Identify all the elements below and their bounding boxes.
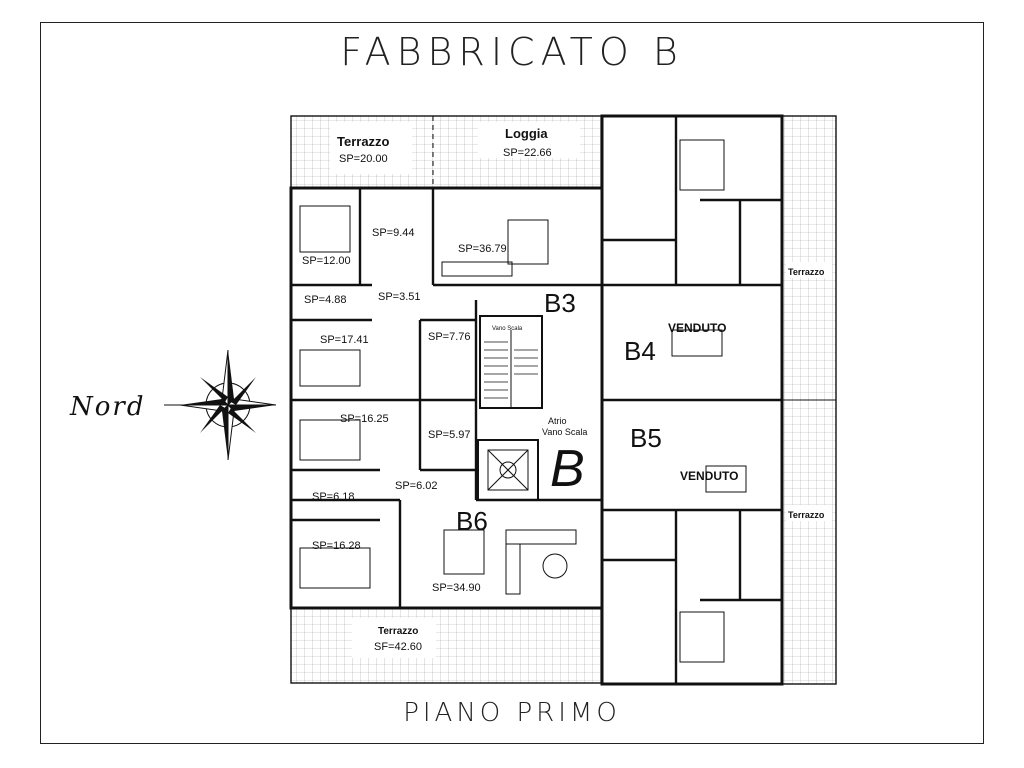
room-area-16-28: SP=16.28 [312,540,361,552]
apartment-b5-label: B5 [630,423,662,453]
terrace-right-label-shade-1 [786,262,832,278]
page-title: FABBRICATO B [340,30,684,74]
terrace-bottom [290,607,603,684]
room-area-17-41: SP=17.41 [320,334,369,346]
terrace-right-label-1: Terrazzo [788,267,825,277]
terrace-bottom-area: SF=42.60 [374,641,422,653]
room-area-4-88: SP=4.88 [304,294,347,306]
stair-label: Vano Scala [492,326,523,332]
room-area-16-25: SP=16.25 [340,413,389,425]
room-area-6-18: SP=6.18 [312,491,355,503]
atrio-label: Atrio [548,416,567,426]
terrace-top-label: Terrazzo [337,134,390,149]
room-area-9-44: SP=9.44 [372,227,415,239]
room-area-34-90: SP=34.90 [432,582,481,594]
apartment-b4-label: B4 [624,336,656,366]
room-area-6-02: SP=6.02 [395,480,438,492]
north-label: Nord [70,392,146,422]
building-letter: B [550,440,585,498]
sold-label-b4: VENDUTO [668,321,726,335]
room-area-12-00: SP=12.00 [302,255,351,267]
floor-subtitle: PIANO PRIMO [403,698,621,728]
stair-core [477,315,543,501]
apartment-b3-label: B3 [544,288,576,318]
compass-rose-icon [164,349,277,461]
loggia-label: Loggia [505,126,548,141]
sold-label-b5: VENDUTO [680,469,738,483]
room-area-36-79: SP=36.79 [458,243,507,255]
room-area-7-76: SP=7.76 [428,331,471,343]
loggia-area: SP=22.66 [503,147,552,159]
loggia-label-shade [478,122,580,158]
terrace-bottom-label: Terrazzo [378,626,418,637]
terrace-bottom-label-shade [352,618,436,658]
atrio-stair-label: Vano Scala [542,427,587,437]
interior-walls [291,188,602,608]
apartment-b6-label: B6 [456,506,488,536]
room-area-5-97: SP=5.97 [428,429,471,441]
loggia-divider-shade [330,122,412,174]
plan-labels: Terrazzo SP=20.00 Loggia SP=22.66 Terraz… [302,126,825,653]
furniture [299,139,747,663]
drawing-frame [40,22,984,744]
terrace-top-area: SP=20.00 [339,153,388,165]
terrace-right-label-shade-2 [786,505,832,521]
east-wing-walls [602,116,782,684]
terrace-right-label-2: Terrazzo [788,510,825,520]
room-area-3-51: SP=3.51 [378,291,421,303]
